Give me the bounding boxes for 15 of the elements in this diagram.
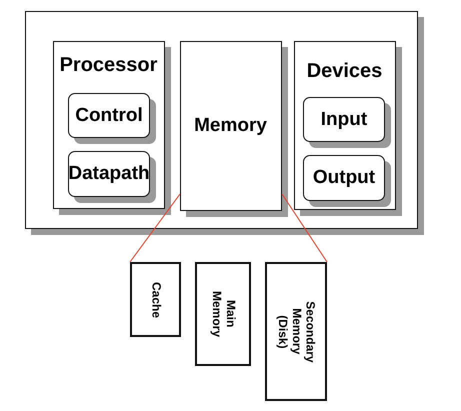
box-label: Control xyxy=(75,104,143,126)
box-label: Datapath xyxy=(68,163,150,185)
box-label: Main Memory xyxy=(209,290,237,339)
leader-line xyxy=(282,194,328,262)
box-label: Devices xyxy=(306,60,382,82)
box-label: Output xyxy=(312,167,376,189)
box-label: Input xyxy=(320,108,368,130)
memory-level-box xyxy=(265,262,327,401)
box-label: Cache xyxy=(148,281,162,318)
box-label: Secondary Memory (Disk) xyxy=(275,300,317,364)
box-label: Memory xyxy=(194,114,267,136)
box-label: Processor xyxy=(60,54,158,76)
memory-level-box xyxy=(130,262,181,337)
leader-line xyxy=(130,194,180,262)
memory-level-box xyxy=(195,262,251,366)
